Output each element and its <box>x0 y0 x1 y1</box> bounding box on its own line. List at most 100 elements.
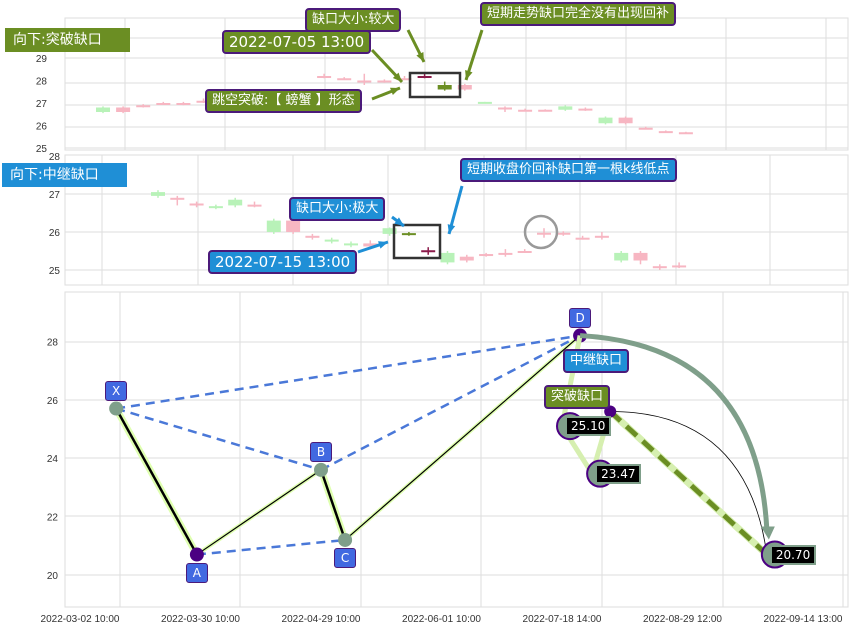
y-tick-label: 26 <box>47 396 59 407</box>
candle-body <box>517 251 532 253</box>
pattern-leg <box>319 469 347 541</box>
point-label-X: X <box>105 380 128 401</box>
y-tick-label: 26 <box>36 122 48 133</box>
y-tick-label: 27 <box>36 99 48 110</box>
p1-pattern-label: 跳空突破:【 螃蟹 】形态 <box>205 89 362 113</box>
candle-body <box>440 252 455 263</box>
panel-frame <box>64 291 849 608</box>
candle-body <box>176 103 191 105</box>
candle-body <box>633 252 648 261</box>
x-tick-label: 2022-03-02 10:00 <box>41 614 120 625</box>
candle-body <box>421 250 436 253</box>
candle-body <box>518 109 533 112</box>
candle-body <box>618 117 633 124</box>
candle-body <box>266 220 281 232</box>
gap-box <box>392 223 442 260</box>
candle-body <box>136 105 151 108</box>
candle-body <box>96 107 110 112</box>
target-value-label: 20.70 <box>769 544 817 565</box>
candle-body <box>363 243 378 247</box>
arrow-head <box>390 87 400 95</box>
candle-body <box>286 220 301 232</box>
candle-body <box>652 266 667 269</box>
panel2-tag: 向下:中继缺口 <box>2 163 127 187</box>
candle-body <box>498 252 513 255</box>
point-label-B: B <box>310 441 332 462</box>
pattern-point <box>109 401 124 416</box>
candle-body <box>151 192 165 196</box>
target-arc <box>579 333 770 530</box>
y-tick-label: 28 <box>36 77 48 88</box>
candle-body <box>247 204 262 207</box>
arrow-head <box>392 72 402 82</box>
candle-body <box>397 78 412 81</box>
candle-body <box>479 254 494 257</box>
point-label-C: C <box>334 547 357 568</box>
p1-date-label: 2022-07-05 13:00 <box>222 30 372 54</box>
panel1-tag: 向下:突破缺口 <box>5 28 130 52</box>
candle-body <box>477 101 492 104</box>
target-value-label: 23.47 <box>595 463 642 484</box>
pattern-point <box>338 532 353 547</box>
target-leg <box>559 335 613 480</box>
candle-body <box>498 107 512 110</box>
candle-body <box>556 232 571 235</box>
target-value-label: 25.10 <box>565 416 612 437</box>
candle-body <box>457 85 472 90</box>
breakout-gap-label: 突破缺口 <box>544 385 611 409</box>
projection-line <box>608 409 769 557</box>
candle-body <box>594 235 609 238</box>
candle-body <box>614 252 629 261</box>
candle-body <box>537 232 551 235</box>
candle-body <box>357 80 372 83</box>
x-tick-label: 2022-04-29 10:00 <box>282 614 361 625</box>
arrow-head <box>465 70 473 80</box>
y-tick-label: 29 <box>36 54 48 65</box>
candle-body <box>672 265 687 268</box>
pattern-leg <box>115 407 198 556</box>
candle-body <box>417 76 432 78</box>
candle-body <box>658 131 673 134</box>
candle-body <box>575 237 590 240</box>
candle-body <box>578 108 593 111</box>
candle-body <box>305 235 320 238</box>
x-tick-label: 2022-03-30 10:00 <box>161 614 240 625</box>
thin-arc <box>610 411 768 555</box>
candle-body <box>170 197 185 200</box>
candle-body <box>538 109 553 112</box>
candle-body <box>189 203 204 206</box>
candle-body <box>344 243 358 246</box>
pattern-leg <box>196 469 322 556</box>
ratio-dash-line <box>115 334 581 410</box>
x-tick-label: 2022-06-01 10:00 <box>402 614 481 625</box>
candle-body <box>196 100 211 103</box>
y-tick-label: 22 <box>47 513 59 524</box>
candle-body <box>337 78 352 81</box>
candle-body <box>558 106 573 110</box>
candle-body <box>324 239 339 242</box>
highlight-circle <box>523 214 559 250</box>
point-label-D: D <box>569 307 592 328</box>
p2-date-label: 2022-07-15 13:00 <box>208 250 358 274</box>
x-tick-label: 2022-09-14 13:00 <box>764 614 843 625</box>
y-tick-label: 25 <box>49 266 61 277</box>
candle-body <box>156 103 171 105</box>
ratio-dash-line <box>320 334 581 471</box>
pattern-point <box>189 547 204 562</box>
arrow-head <box>394 217 404 226</box>
ratio-dash-line <box>196 538 346 556</box>
relay-gap-label: 中继缺口 <box>563 349 630 373</box>
candle-body <box>377 80 392 83</box>
candle-body <box>678 132 693 135</box>
arrow-head <box>416 52 424 62</box>
p2-gap-size-label: 缺口大小:极大 <box>289 197 386 221</box>
candle-body <box>459 256 474 261</box>
point-label-A: A <box>185 562 208 583</box>
candle-body <box>437 85 452 90</box>
p1-note-label: 短期走势缺口完全没有出现回补 <box>480 2 677 26</box>
candle-body <box>228 199 243 206</box>
y-tick-label: 20 <box>47 571 59 582</box>
arrow-head <box>378 241 388 249</box>
target-arc-head <box>760 526 775 540</box>
gap-box <box>408 71 462 99</box>
